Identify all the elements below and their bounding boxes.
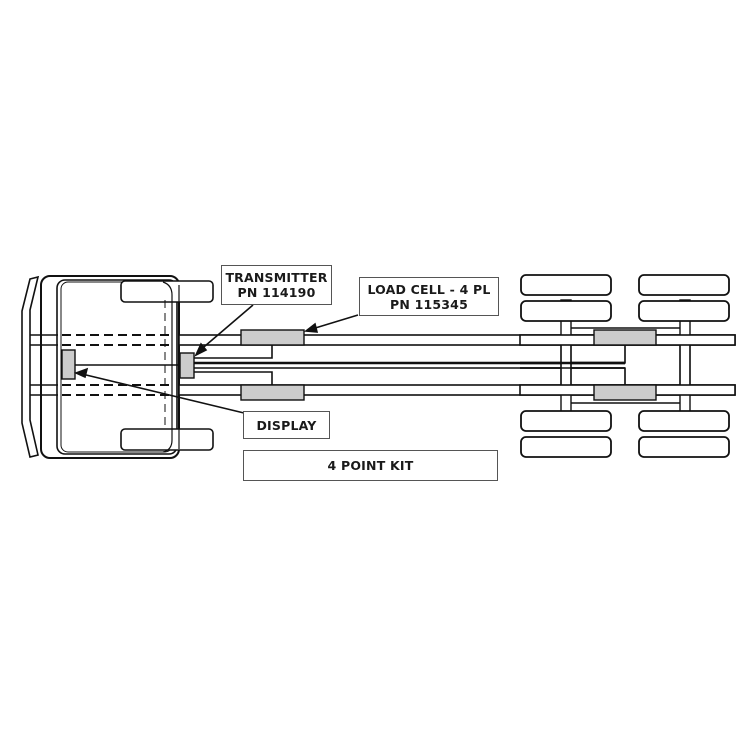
load-cell-label-line2: PN 115345 xyxy=(390,296,468,312)
cable-2 xyxy=(193,371,273,385)
front-tire-bottom xyxy=(120,428,214,451)
rear-tires xyxy=(520,274,730,458)
front-bumper xyxy=(21,275,40,458)
load-cell-front-top xyxy=(240,329,305,346)
transmitter-label-line2: PN 114190 xyxy=(237,285,316,300)
cable-rear-bottom xyxy=(520,367,626,385)
load-cells xyxy=(240,329,657,401)
load-cell-rear-bottom xyxy=(593,384,657,401)
load-cell-front-bottom xyxy=(240,384,305,401)
cable-1 xyxy=(193,345,273,359)
transmitter-label-line1: TRANSMITTER xyxy=(225,270,328,285)
load-cell-label-line1: LOAD CELL - 4 PL xyxy=(367,281,491,297)
kit-label: 4 POINT KIT xyxy=(243,450,498,481)
display-label: DISPLAY xyxy=(243,411,330,439)
display-label-text: DISPLAY xyxy=(256,417,317,433)
load-cell-label: LOAD CELL - 4 PL PN 115345 xyxy=(359,277,499,316)
transmitter-leader xyxy=(197,304,254,353)
front-tire-top xyxy=(120,280,214,303)
transmitter-label: TRANSMITTER PN 114190 xyxy=(221,265,332,305)
load-cell-rear-top xyxy=(593,329,657,346)
load-cell-leader xyxy=(311,314,359,330)
cable-rear-top xyxy=(520,345,626,364)
display-leader xyxy=(81,373,245,414)
cab-inner xyxy=(56,279,178,455)
transmitter-unit xyxy=(179,352,195,379)
kit-label-text: 4 POINT KIT xyxy=(327,458,414,473)
frame-rails-under-cab xyxy=(62,334,172,396)
display-unit xyxy=(61,349,76,380)
